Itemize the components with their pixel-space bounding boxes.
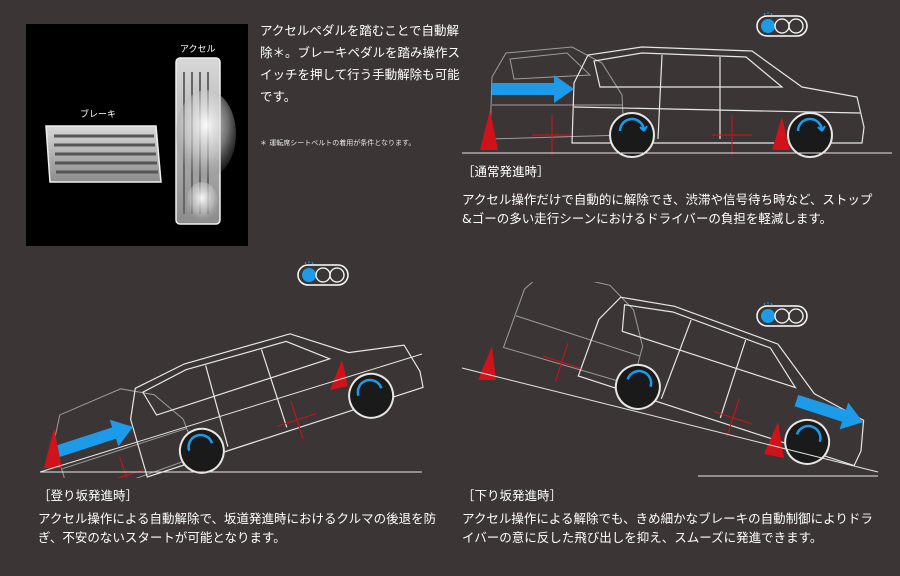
- scene-body-downhill: アクセル操作による解除でも、きめ細かなブレーキの自動制御によりドライバーの意に反…: [462, 511, 873, 545]
- wheel-chock-front-normal: [772, 117, 790, 150]
- wheel-chock-front-uphill: [330, 360, 348, 390]
- accelerator-pedal: [175, 57, 236, 225]
- brake-label: ブレーキ: [80, 110, 117, 120]
- car-normal: [571, 46, 865, 144]
- scene-title-downhill: ［下り坂発進時］: [462, 488, 563, 503]
- wheel-front-uphill: [348, 372, 395, 419]
- pedal-note: ＊ 運転席シートベルトの着用が条件となります。: [260, 139, 416, 147]
- wheel-front-downhill: [784, 418, 831, 465]
- scene-body-uphill: アクセル操作による自動解除で、坂道発進時におけるクルマの後退を防ぎ、不安のないス…: [38, 511, 437, 545]
- scene-title-normal: ［通常発進時］: [462, 164, 550, 179]
- scene-title-uphill: ［登り坂発進時］: [38, 488, 139, 503]
- direction-arrow-downhill: [794, 394, 863, 430]
- wheel-rear-normal: [609, 112, 655, 158]
- direction-arrow-normal: [492, 75, 574, 103]
- pedal-illustration: ブレーキ アクセル: [26, 24, 248, 246]
- car-scene-normal: [462, 46, 892, 158]
- wheel-chock-front-downhill: [764, 422, 784, 458]
- crosshair-ghost-downhill: [542, 342, 753, 437]
- car-uphill: [130, 333, 424, 478]
- car-downhill: [577, 296, 865, 467]
- pedal-description: アクセルペダルを踏むことで自動解除＊。ブレーキペダルを踏み操作スイッチを押して行…: [260, 23, 461, 104]
- crosshair-ghost-uphill: [106, 400, 317, 478]
- indicator-lights-uphill: [297, 261, 349, 287]
- wheel-chock-rear-uphill: [44, 428, 62, 468]
- indicator-lights-normal: [756, 12, 808, 38]
- slope-line-uphill: [39, 353, 423, 473]
- crosshair-ghost-normal: [532, 115, 752, 155]
- indicator-lights-downhill: [756, 302, 808, 328]
- wheel-rear-downhill: [614, 363, 661, 410]
- car-scene-downhill: [461, 282, 879, 477]
- scene-body-normal: アクセル操作だけで自動的に解除でき、渋滞や信号待ち時など、ストップ&ゴーの多い走…: [462, 192, 873, 226]
- brake-pedal: [45, 125, 162, 183]
- accel-label: アクセル: [180, 45, 216, 55]
- wheel-front-normal: [787, 112, 833, 158]
- pedal-graphic: [45, 57, 236, 225]
- slope-line-downhill: [461, 367, 879, 473]
- wheel-chock-rear-downhill: [478, 346, 496, 380]
- direction-arrow-uphill: [53, 419, 134, 458]
- car-scene-uphill: [39, 333, 424, 478]
- wheel-rear-uphill: [178, 427, 225, 474]
- wheel-chock-rear-normal: [480, 110, 498, 150]
